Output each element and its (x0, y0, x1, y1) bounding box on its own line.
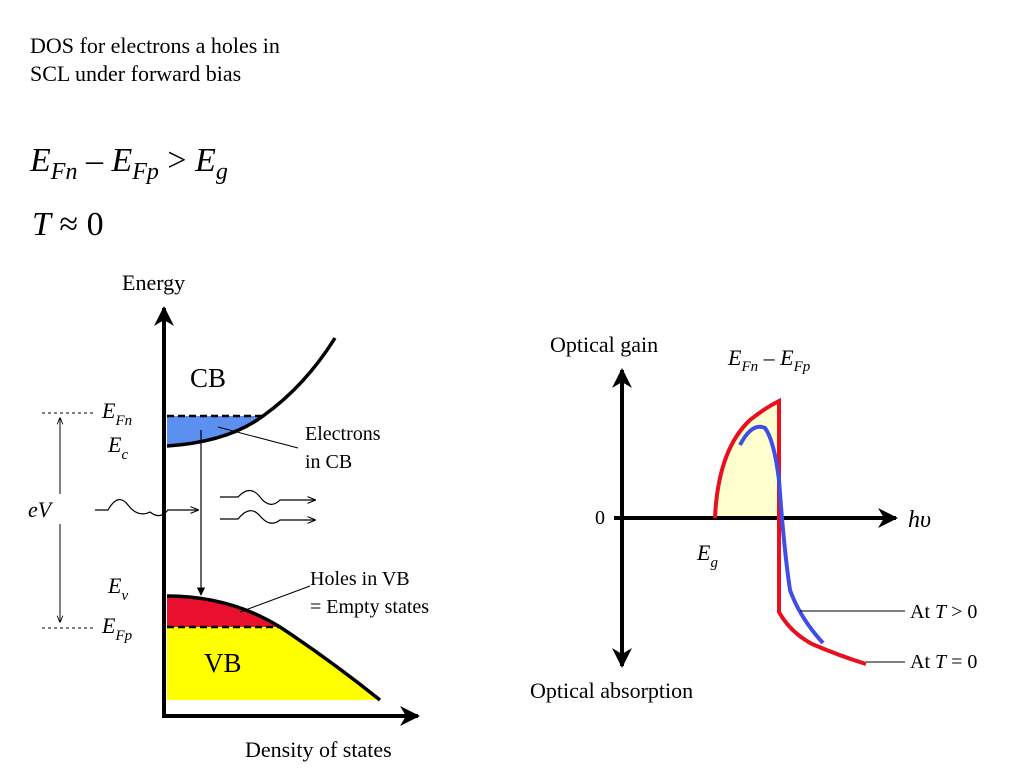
outgoing-photon-wave-1 (220, 489, 315, 505)
electrons-leader-line (217, 426, 299, 449)
holes-region (167, 596, 280, 627)
vb-label: VB (204, 648, 242, 678)
t-zero-curve (713, 397, 867, 666)
holes-label-line-2: = Empty states (310, 596, 429, 618)
ev-bias-label: eV (28, 497, 54, 522)
zero-label: 0 (595, 507, 605, 529)
gain-region-fill (715, 401, 779, 518)
equation-quasi-fermi-condition: EFn – EFp > Eg (30, 142, 228, 185)
holes-leader-line (239, 585, 311, 613)
holes-label-line-1: Holes in VB (310, 568, 410, 590)
electrons-label-line-2: in CB (305, 451, 352, 473)
t-zero-label: At T = 0 (910, 651, 977, 673)
energy-axis-label: Energy (122, 270, 185, 295)
efn-label: EFn (101, 398, 132, 429)
outgoing-photon-wave-2 (220, 510, 315, 524)
cb-label: CB (190, 363, 226, 393)
efp-label: EFp (101, 613, 133, 644)
vb-dos-curve (166, 594, 382, 702)
equation-temperature: T ≈ 0 (32, 206, 104, 243)
electrons-region (167, 416, 263, 446)
title-line-1: DOS for electrons a holes in (30, 33, 280, 58)
efn-minus-efp-label: EFn – EFp (727, 345, 811, 375)
incoming-photon-wave (95, 499, 198, 517)
right-gain-diagram: Optical gain Optical absorption hυ 0 Eg … (530, 332, 977, 703)
electrons-label-line-1: Electrons (305, 423, 381, 445)
photon-energy-label: hυ (908, 507, 931, 533)
vb-filled-states (167, 627, 380, 700)
title-line-2: SCL under forward bias (30, 61, 242, 86)
optical-absorption-label: Optical absorption (530, 678, 693, 703)
dos-axis-label: Density of states (245, 737, 392, 762)
ev-label: Ev (107, 573, 128, 604)
eg-label: Eg (696, 540, 718, 571)
t-positive-label: At T > 0 (910, 601, 977, 623)
left-dos-diagram: Energy Density of states CB VB EFn Ec Ev… (28, 270, 429, 762)
title: DOS for electrons a holes in SCL under f… (30, 32, 280, 88)
optical-gain-label: Optical gain (550, 332, 658, 357)
ec-label: Ec (107, 432, 128, 463)
t-positive-curve (738, 424, 825, 645)
